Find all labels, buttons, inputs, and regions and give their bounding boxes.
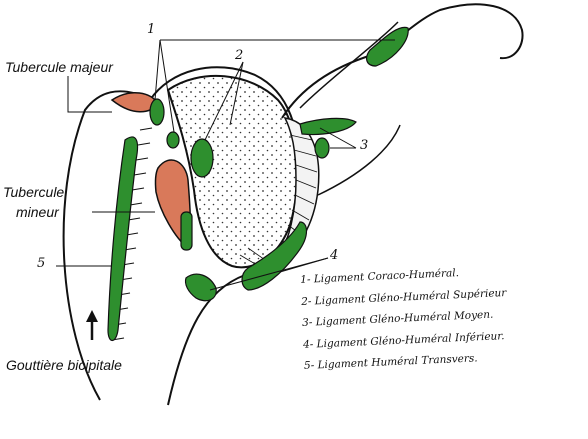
number-2-label: 2	[235, 48, 244, 63]
number-4-label: 4	[330, 248, 339, 263]
ligament-gleno-humeral-moyen-node	[314, 137, 330, 159]
ligament-coraco-humeral-tubercle	[149, 98, 165, 126]
leader-lines	[56, 39, 395, 291]
label-tubercule-mineur-line2: mineur	[16, 204, 59, 220]
number-3-label: 3	[360, 138, 369, 153]
label-tubercule-majeur: Tubercule majeur	[5, 59, 113, 75]
acromion-inner	[299, 21, 399, 109]
number-1-label: 1	[147, 22, 156, 37]
ligament-gleno-humeral-superieur	[190, 138, 214, 178]
ligament-gleno-humeral-inferieur-left	[184, 273, 217, 302]
ligament-humeral-transvers	[107, 136, 139, 342]
ligament-gleno-humeral-moyen	[299, 117, 357, 136]
ligament-gleno-humeral-inferieur	[241, 221, 308, 291]
label-tubercule-mineur-line1: Tubercule	[3, 184, 65, 200]
ligament-coraco-humeral	[366, 26, 409, 67]
humerus-lateral-outline	[62, 90, 141, 401]
ligament-gleno-humeral-small	[180, 211, 193, 251]
ligament-legend: 1- Ligament Coraco-Huméral. 2- Ligament …	[300, 265, 510, 381]
acromion-outline	[281, 3, 524, 119]
label-gouttiere-bicipitale: Gouttière bicipitale	[6, 357, 122, 373]
scapula-edge	[317, 124, 401, 196]
ligament-coraco-humeral-insertion	[166, 131, 180, 149]
number-5-label: 5	[37, 256, 46, 271]
gouttiere-arrow	[86, 310, 98, 340]
